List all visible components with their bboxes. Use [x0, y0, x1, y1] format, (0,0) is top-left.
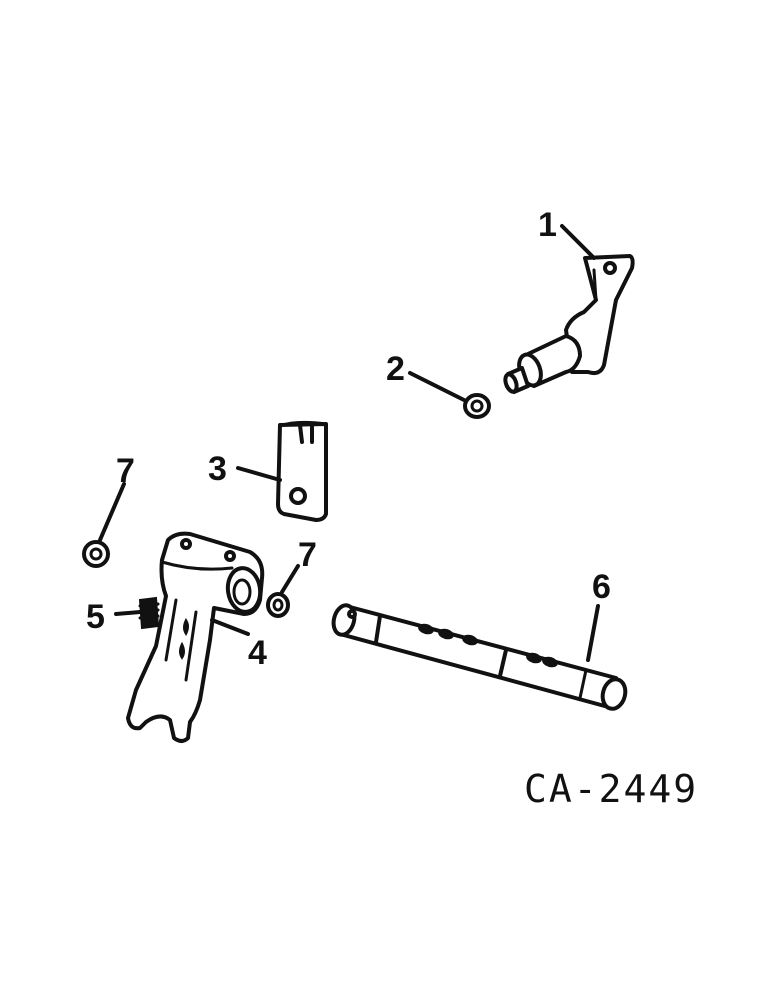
part-6-shift-rail — [331, 603, 628, 711]
callout-1: 1 — [538, 206, 557, 244]
part-7-washer-left — [82, 540, 110, 568]
part-3-plate — [276, 420, 328, 522]
part-5-set-screw — [138, 596, 160, 630]
part-2-washer — [463, 393, 491, 419]
callout-7-left: 7 — [116, 452, 135, 490]
part-1-lever — [503, 254, 635, 394]
callout-6: 6 — [592, 568, 611, 606]
part-7-washer-right — [266, 592, 290, 618]
leader-lines — [98, 224, 600, 662]
drawing-code: CA-2449 — [524, 767, 698, 811]
part-4-fork — [126, 531, 265, 743]
callout-4: 4 — [248, 634, 267, 672]
callout-5: 5 — [86, 598, 105, 636]
callout-2: 2 — [386, 350, 405, 388]
callout-7-right: 7 — [298, 536, 317, 574]
callout-3: 3 — [208, 450, 227, 488]
